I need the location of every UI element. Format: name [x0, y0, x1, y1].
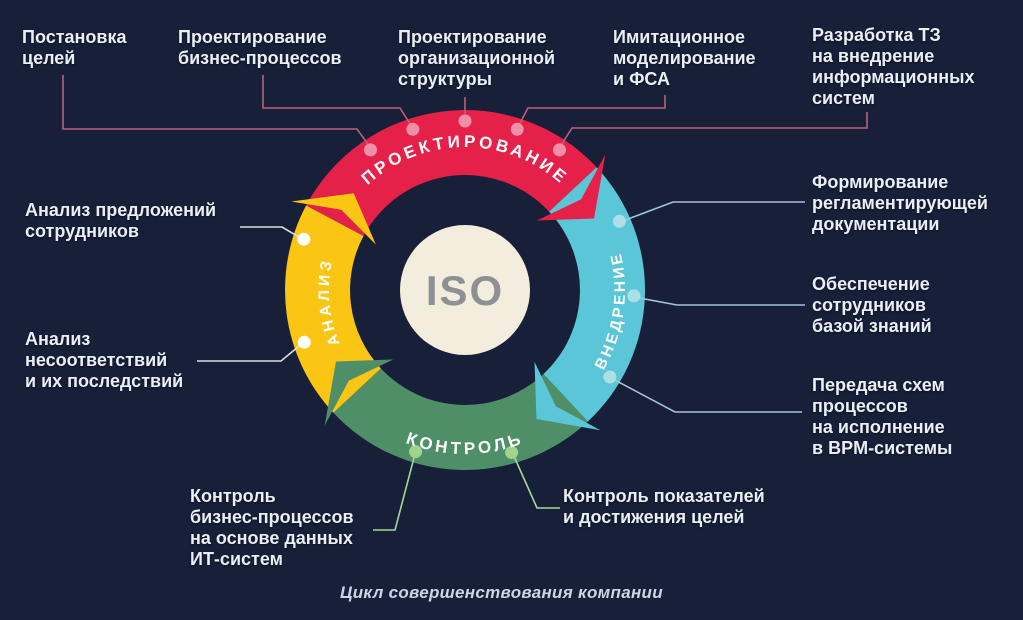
callout-text: Постановка целей	[22, 27, 127, 68]
callout-bpm-transfer: Передача схем процессов на исполнение в …	[812, 375, 952, 459]
callout-text: Обеспечение сотрудников базой знаний	[812, 274, 932, 336]
connector-line	[512, 453, 560, 509]
callout-text: Анализ предложений сотрудников	[25, 200, 217, 241]
segment-design-band	[306, 110, 597, 236]
connector-dot-icon	[406, 122, 420, 136]
segment-analysis-arrowhead-icon	[291, 193, 376, 245]
diagram-caption: Цикл совершенствования компании	[340, 583, 663, 602]
callout-bp-design: Проектирование бизнес-процессов	[178, 27, 342, 69]
connector-line	[610, 377, 802, 413]
callout-org-design: Проектирование организационной структуры	[398, 27, 555, 90]
callout-simulation: Имитационное моделирование и ФСА	[613, 27, 756, 90]
callout-knowledge-base: Обеспечение сотрудников базой знаний	[812, 274, 932, 337]
callout-text: Контроль показателей и достижения целей	[563, 486, 765, 527]
segment-control-band	[333, 368, 588, 470]
connector-line	[619, 201, 805, 223]
connector-line	[197, 341, 305, 362]
connector-line	[633, 296, 805, 306]
segment-implementation-arrowhead-icon	[534, 361, 601, 431]
callout-text: Формирование регламентирующей документац…	[812, 172, 988, 234]
callout-text: Имитационное моделирование и ФСА	[613, 27, 756, 89]
connector-dot-icon	[458, 114, 472, 128]
connector-line	[62, 75, 371, 148]
connector-dot-icon	[409, 445, 423, 459]
connector-dot-icon	[627, 289, 641, 303]
callout-it-control: Контроль бизнес-процессов на основе данн…	[190, 486, 354, 570]
callout-nonconformity: Анализ несоответствий и их последствий	[25, 329, 183, 392]
segment-implementation-band	[543, 167, 645, 422]
callout-text: Проектирование бизнес-процессов	[178, 27, 342, 68]
connector-dot-icon	[297, 232, 311, 246]
connector-dot-icon	[612, 214, 626, 228]
callout-text: Контроль бизнес-процессов на основе данн…	[190, 486, 354, 569]
connector-dot-icon	[297, 335, 311, 349]
connector-line	[518, 95, 666, 126]
center-label: ISO	[426, 267, 504, 314]
callout-text: Анализ несоответствий и их последствий	[25, 329, 184, 391]
connector-line	[240, 226, 305, 241]
connector-dot-icon	[510, 122, 524, 136]
callout-goal-setting: Постановка целей	[22, 27, 126, 69]
connector-line	[373, 453, 416, 531]
callout-text: Разработка ТЗ на внедрение информационны…	[812, 25, 975, 108]
callout-kpi-control: Контроль показателей и достижения целей	[563, 486, 765, 528]
callout-reg-docs: Формирование регламентирующей документац…	[812, 172, 988, 235]
connector-dot-icon	[505, 446, 519, 459]
segment-design-arrowhead-icon	[536, 154, 606, 221]
connector-dot-icon	[553, 143, 566, 157]
callout-text: Проектирование организационной структуры	[398, 27, 556, 89]
callout-text: Передача схем процессов на исполнение в …	[812, 375, 953, 458]
connector-dot-icon	[603, 370, 617, 384]
callout-suggestions: Анализ предложений сотрудников	[25, 200, 216, 242]
callout-tz-development: Разработка ТЗ на внедрение информационны…	[812, 25, 975, 109]
segment-control-arrowhead-icon	[324, 359, 394, 426]
connector-dot-icon	[364, 143, 377, 157]
center-disc	[400, 225, 530, 355]
connector-line	[262, 75, 413, 128]
connector-line	[559, 112, 868, 148]
